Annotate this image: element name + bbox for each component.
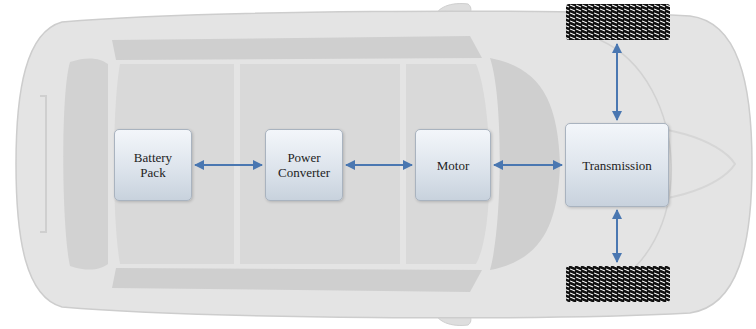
component-box: Motor [415, 129, 491, 201]
side-window [112, 268, 482, 292]
component-label: Power Converter [273, 150, 335, 180]
tire [566, 266, 670, 302]
flow-arrow [346, 164, 412, 166]
axle-arrow [616, 44, 618, 120]
flow-arrow [494, 164, 562, 166]
component-label: Motor [437, 158, 470, 173]
component-box: Battery Pack [114, 129, 192, 201]
axle-arrow [616, 210, 618, 262]
rear-trim [40, 96, 46, 232]
component-label: Transmission [582, 158, 652, 173]
component-label: Battery Pack [122, 150, 184, 180]
component-box: Transmission [565, 123, 669, 207]
flow-arrow [195, 164, 262, 166]
tire [566, 4, 670, 40]
rear-window [63, 58, 108, 269]
side-window [112, 36, 482, 60]
component-box: Power Converter [265, 129, 343, 201]
car-body [16, 11, 752, 318]
